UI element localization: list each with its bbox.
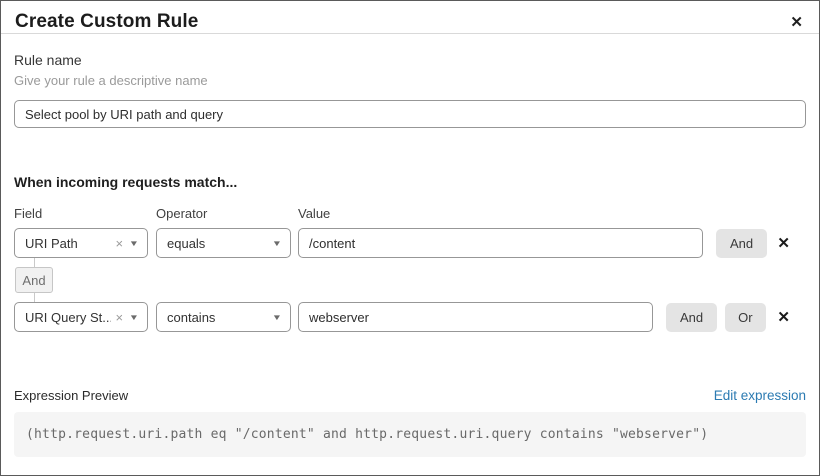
field-column-label: Field — [14, 206, 43, 221]
field-select-value: URI Path — [25, 235, 78, 251]
field-select-value: URI Query St... — [25, 309, 112, 325]
clear-selection-icon[interactable]: × — [115, 309, 124, 325]
value-input[interactable] — [298, 228, 703, 258]
value-column-label: Value — [298, 206, 331, 221]
field-select[interactable]: URI Query St... × ▼ — [14, 302, 148, 332]
operator-select[interactable]: equals ▼ — [156, 228, 291, 258]
operator-select-value: contains — [167, 309, 216, 325]
field-select[interactable]: URI Path × ▼ — [14, 228, 148, 258]
operator-column-label: Operator — [156, 206, 208, 221]
rule-name-input[interactable] — [14, 100, 806, 128]
connector-line — [34, 258, 35, 267]
chevron-down-icon: ▼ — [271, 312, 283, 322]
condition-column-labels: Field Operator Value — [14, 206, 806, 221]
connector-line — [34, 293, 35, 302]
rule-name-label: Rule name — [14, 52, 82, 68]
chevron-down-icon: ▼ — [128, 312, 140, 322]
add-and-condition-button[interactable]: And — [666, 302, 718, 332]
delete-condition-icon[interactable]: ✕ — [777, 234, 790, 252]
close-icon[interactable]: ✕ — [790, 14, 803, 31]
expression-code-block: (http.request.uri.path eq "/content" and… — [14, 412, 806, 457]
rule-name-hint: Give your rule a descriptive name — [14, 73, 208, 88]
and-join-badge: And — [15, 267, 53, 293]
dialog-header: Create Custom Rule ✕ — [1, 1, 819, 34]
add-and-condition-button[interactable]: And — [716, 228, 768, 258]
dialog-body: Rule name Give your rule a descriptive n… — [1, 52, 819, 457]
delete-condition-icon[interactable]: ✕ — [777, 308, 790, 326]
operator-select[interactable]: contains ▼ — [156, 302, 291, 332]
condition-connector: And — [14, 258, 806, 302]
condition-row: URI Query St... × ▼ contains ▼ And Or ✕ — [14, 302, 806, 332]
expression-preview-label: Expression Preview — [14, 388, 129, 403]
value-input[interactable] — [298, 302, 653, 332]
expression-preview-header: Expression Preview Edit expression — [14, 388, 806, 403]
edit-expression-link[interactable]: Edit expression — [713, 388, 806, 403]
page-title: Create Custom Rule — [15, 11, 199, 32]
match-heading: When incoming requests match... — [14, 174, 238, 190]
clear-selection-icon[interactable]: × — [115, 235, 124, 251]
condition-row: URI Path × ▼ equals ▼ And ✕ — [14, 228, 806, 258]
chevron-down-icon: ▼ — [271, 238, 283, 248]
chevron-down-icon: ▼ — [128, 238, 140, 248]
operator-select-value: equals — [167, 235, 206, 251]
add-or-condition-button[interactable]: Or — [725, 302, 766, 332]
